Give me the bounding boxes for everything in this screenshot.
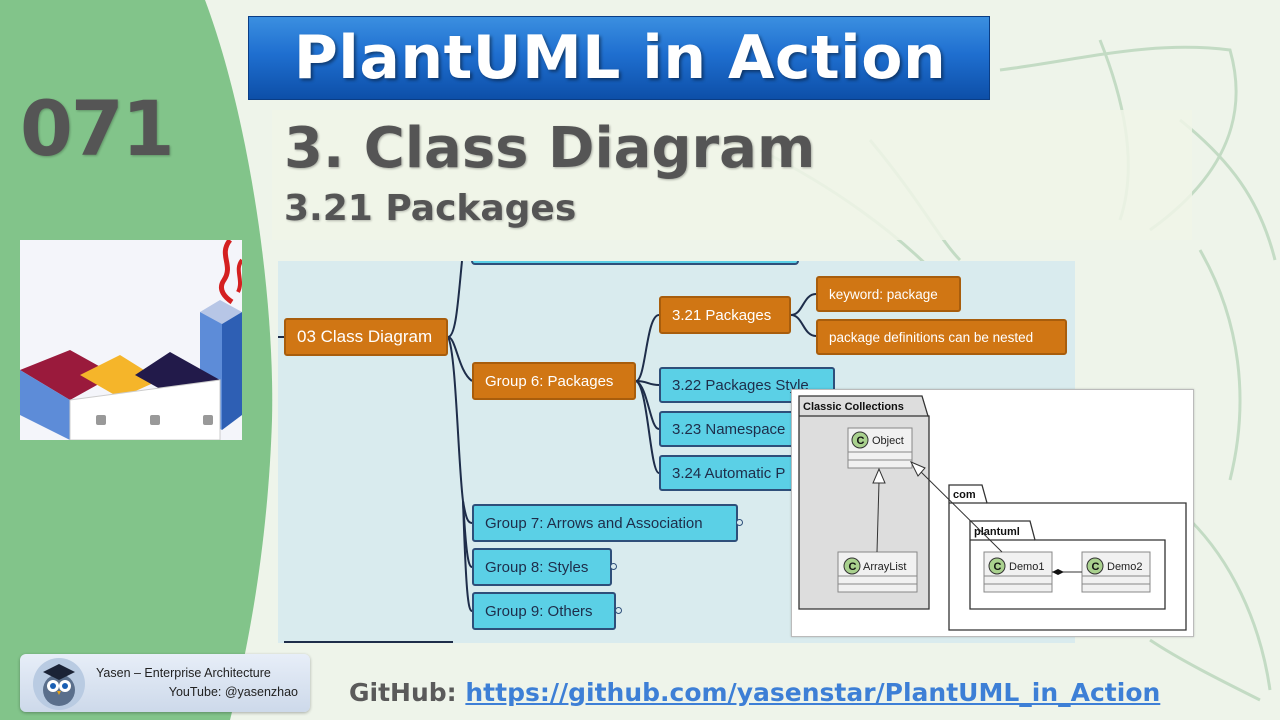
author-name: Yasen – Enterprise Architecture [96, 666, 271, 680]
class-c-icon [851, 431, 869, 449]
topic-3-22-node[interactable]: 3.22 Packages Style [659, 367, 835, 403]
svg-text:C: C [1092, 561, 1100, 573]
topic-3-21-node[interactable]: 3.21 Packages [659, 296, 791, 334]
class-demo1: Demo1 [1009, 561, 1044, 573]
group-styles-node[interactable]: Group 8: Styles [472, 548, 612, 586]
detail-keyword-node[interactable]: keyword: package [816, 276, 961, 312]
class-arraylist: ArrayList [863, 561, 906, 573]
author-card: Yasen – Enterprise Architecture YouTube:… [20, 654, 310, 712]
svg-text:C: C [994, 561, 1002, 573]
group-others-node[interactable]: Group 9: Others [472, 592, 616, 630]
episode-number: 071 [20, 84, 175, 173]
mindmap-connectors [278, 261, 817, 643]
package-plantuml: plantuml [974, 526, 1020, 538]
owl-avatar-icon [33, 658, 85, 710]
collapse-dot[interactable] [615, 607, 622, 614]
section-subtitle: 3.21 Packages [284, 188, 577, 229]
class-c-icon [988, 557, 1006, 575]
svg-text:C: C [849, 561, 857, 573]
title-banner: PlantUML in Action [248, 16, 990, 100]
svg-text:C: C [857, 435, 865, 447]
plantuml-logo [20, 238, 244, 441]
author-youtube: YouTube: @yasenzhao [168, 685, 298, 699]
mindmap-panel: 03 Class Diagram Group 6: Packages Group… [278, 261, 1075, 643]
package-classic-collections: Classic Collections [803, 401, 904, 413]
package-com: com [953, 489, 976, 501]
class-object: Object [872, 435, 904, 447]
class-demo2: Demo2 [1107, 561, 1142, 573]
group-arrows-node[interactable]: Group 7: Arrows and Association [472, 504, 738, 542]
class-c-icon [843, 557, 861, 575]
detail-nested-node[interactable]: package definitions can be nested [816, 319, 1067, 355]
banner-title: PlantUML in Action [293, 23, 947, 93]
java-logo-icon [218, 238, 244, 305]
class-c-icon [1086, 557, 1104, 575]
collapse-dot[interactable] [736, 519, 743, 526]
collapse-dot[interactable] [610, 563, 617, 570]
github-footer: GitHub: https://github.com/yasenstar/Pla… [349, 678, 1160, 707]
github-label: GitHub: [349, 678, 457, 707]
section-title: 3. Class Diagram [284, 116, 816, 181]
factory-icon [20, 238, 244, 441]
mindmap-root[interactable]: 03 Class Diagram [284, 318, 448, 356]
group-packages-node[interactable]: Group 6: Packages [472, 362, 636, 400]
section-panel [272, 110, 1192, 240]
uml-package-diagram: Classic Collections C Object C ArrayList… [798, 395, 1187, 631]
github-link[interactable]: https://github.com/yasenstar/PlantUML_in… [465, 678, 1161, 707]
uml-diagram: Classic Collections C Object C ArrayList… [791, 389, 1194, 637]
